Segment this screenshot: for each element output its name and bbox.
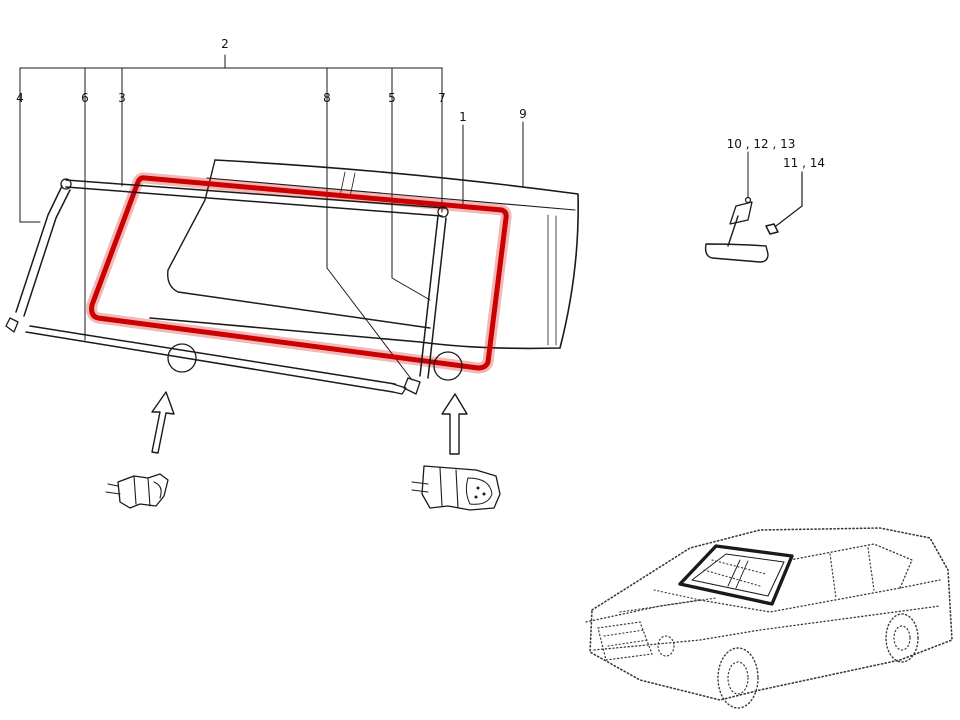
callout-7: 7 xyxy=(438,91,446,105)
clip-detail-left xyxy=(105,473,169,509)
callout-10-12-13: 10 , 12 , 13 xyxy=(727,137,796,151)
lower-molding xyxy=(25,325,407,395)
rearview-mirror xyxy=(704,151,803,263)
callout-4: 4 xyxy=(16,91,24,105)
callout-11-14: 11 , 14 xyxy=(783,156,825,170)
windshield-glass xyxy=(149,159,579,350)
right-pillar-molding xyxy=(403,215,447,395)
leader-lines xyxy=(19,54,524,381)
callout-1: 1 xyxy=(459,110,467,124)
callout-2: 2 xyxy=(221,37,229,51)
callout-3: 3 xyxy=(118,91,126,105)
detail-indicators xyxy=(151,343,468,455)
callout-9: 9 xyxy=(519,107,527,121)
callout-5: 5 xyxy=(388,91,396,105)
callout-8: 8 xyxy=(323,91,331,105)
callout-labels: 2 4 6 3 8 5 7 1 9 10 , 12 , 13 11 , 14 xyxy=(16,37,825,170)
callout-6: 6 xyxy=(81,91,89,105)
car-illustration xyxy=(585,527,953,709)
left-pillar-molding xyxy=(5,185,71,333)
upper-molding xyxy=(60,178,449,218)
clip-detail-right xyxy=(411,465,501,511)
highlighted-seal xyxy=(86,172,512,374)
